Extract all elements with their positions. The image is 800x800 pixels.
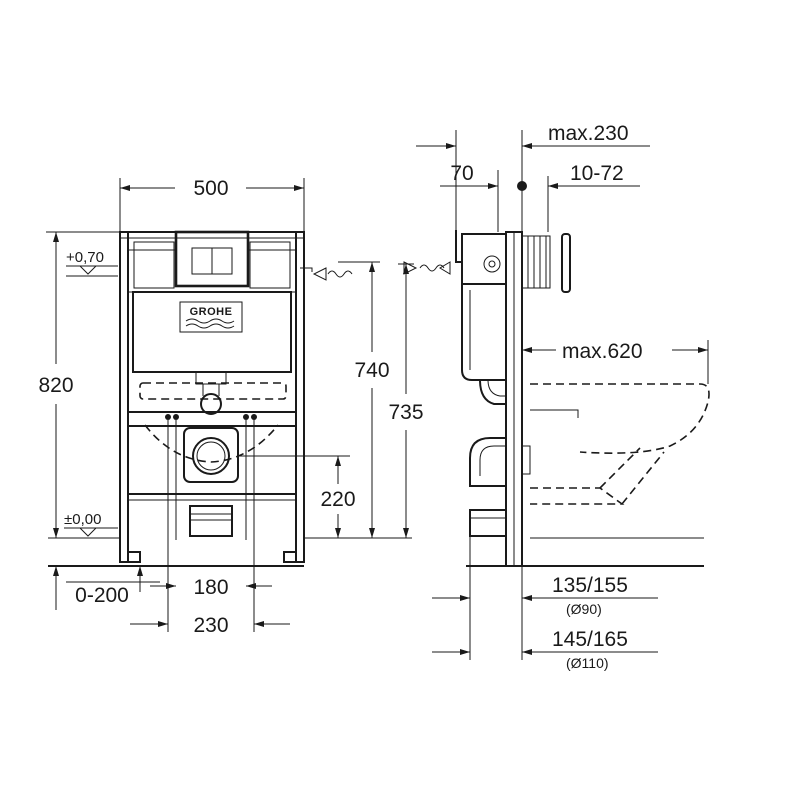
cistern-side-top <box>461 233 507 285</box>
dim-depth-max230: max.230 <box>548 122 629 145</box>
grohe-logo: GROHE <box>179 301 243 333</box>
frame-left-post <box>119 231 129 563</box>
grohe-logo-text: GROHE <box>190 306 233 318</box>
dim-floor-offset: 0-200 <box>75 584 129 607</box>
frame-right-foot <box>283 551 304 563</box>
frame-right-post <box>295 231 305 563</box>
drain-outlet <box>192 437 230 475</box>
dim-inlet-735: 735 <box>388 401 423 424</box>
dim-outlet-220: 220 <box>320 488 355 511</box>
dim-spacing-230: 230 <box>193 614 228 637</box>
side-view: max.230 70 10-72 735 max.620 135/155 (Ø9… <box>388 122 710 671</box>
dim-drain-d90: (Ø90) <box>566 601 602 617</box>
bowl-outline-side <box>530 383 710 454</box>
flush-plate-side <box>521 235 551 289</box>
drain-elbow <box>183 427 239 483</box>
dim-spacing-180: 180 <box>193 576 228 599</box>
cistern-side-body <box>461 284 506 381</box>
flush-plate <box>174 230 250 288</box>
dim-width-500: 500 <box>193 177 228 200</box>
dim-offset-70: 70 <box>450 162 473 185</box>
flush-cover-side <box>561 233 571 293</box>
water-inlet-arrow-front <box>312 267 327 281</box>
dim-inlet-740: 740 <box>354 359 389 382</box>
level-marker-lower: ±0,00 <box>64 511 101 528</box>
water-inlet-arrow-side <box>419 264 445 272</box>
front-view: GROHE <box>38 177 412 637</box>
dim-drain-145-165: 145/165 <box>552 628 628 651</box>
dim-drain-d110: (Ø110) <box>566 655 609 671</box>
drain-pipe-front <box>189 505 233 537</box>
dim-height-820: 820 <box>38 374 73 397</box>
frame-left-foot <box>120 551 141 563</box>
datum-point <box>517 181 527 191</box>
bowl-outline-front <box>139 382 287 400</box>
dim-projection-max620: max.620 <box>562 340 643 363</box>
inlet-valve-side <box>483 255 501 273</box>
level-marker-upper: +0,70 <box>66 249 104 266</box>
flush-pipe <box>195 371 227 385</box>
drain-pipe-side <box>469 509 507 537</box>
dim-adjust-10-72: 10-72 <box>570 162 624 185</box>
drain-elbow-side <box>469 437 506 487</box>
dim-drain-135-155: 135/155 <box>552 574 628 597</box>
